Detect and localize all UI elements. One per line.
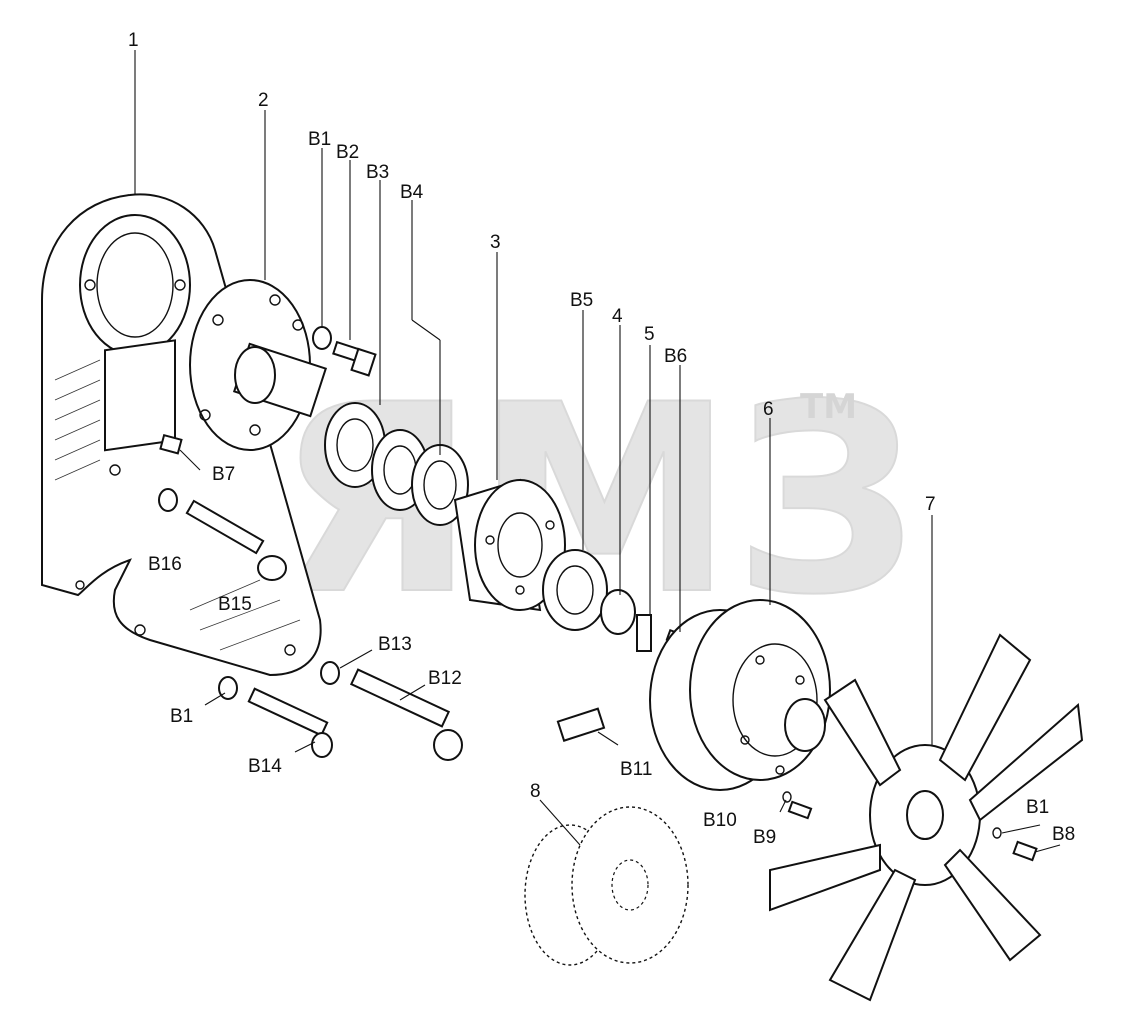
washer-b13 (320, 661, 340, 685)
label-part-5: 5 (644, 324, 655, 345)
label-b1-right: B1 (1026, 797, 1049, 818)
label-part-1: 1 (128, 30, 139, 51)
label-b16: B16 (148, 554, 182, 575)
washer-b1-top (312, 326, 332, 350)
label-b4: B4 (400, 182, 424, 203)
damper-part-8 (524, 806, 689, 966)
label-b2: B2 (336, 142, 359, 163)
watermark-text: ЯМЗ (275, 350, 919, 652)
watermark-trademark: TM (800, 387, 857, 427)
key-b11 (556, 707, 606, 742)
leader-lines (134, 50, 1061, 853)
label-b10: B10 (703, 810, 737, 831)
washer-b1-left (218, 676, 238, 700)
label-b1-left: B1 (170, 706, 193, 727)
bolt-b8 (1012, 840, 1038, 862)
label-b8: B8 (1052, 824, 1075, 845)
bolt-b15 (185, 499, 287, 581)
label-b3: B3 (366, 162, 389, 183)
label-b9: B9 (753, 827, 776, 848)
lock-plate-part-5 (636, 614, 652, 652)
label-part-7: 7 (925, 494, 936, 515)
plug-b7 (159, 433, 183, 455)
washer-b10 (782, 791, 792, 803)
label-part-2: 2 (258, 90, 269, 111)
label-b12: B12 (428, 668, 462, 689)
washer-b16 (158, 488, 178, 512)
seal-b3 (324, 402, 386, 488)
flange-shaft-part-2 (189, 279, 328, 451)
washer-part-4 (600, 589, 636, 635)
bearing-b4-second (411, 444, 469, 526)
hub-part-3 (453, 478, 566, 612)
washer-b1-right (992, 827, 1002, 839)
fan-part-7 (769, 633, 1084, 1002)
label-b13: B13 (378, 634, 412, 655)
label-b5: B5 (570, 290, 593, 311)
pulley-part-6 (649, 599, 831, 791)
bracket-part-1 (41, 193, 322, 677)
label-b7: B7 (212, 464, 235, 485)
label-b15: B15 (218, 594, 252, 615)
label-b14: B14 (248, 756, 282, 777)
label-part-3: 3 (490, 232, 501, 253)
watermark: ЯМЗ TM (274, 349, 920, 653)
label-b1-top: B1 (308, 129, 331, 150)
label-b6: B6 (664, 346, 687, 367)
bolt-b2 (332, 340, 377, 377)
label-b11: B11 (620, 759, 652, 780)
label-part-6: 6 (763, 399, 774, 420)
label-part-4: 4 (612, 306, 623, 327)
bolt-b12 (349, 668, 463, 761)
part-labels: 1 2 B1 B2 B3 B4 3 B5 4 5 B6 6 7 8 B7 B16… (128, 30, 1075, 848)
bearing-b5 (542, 549, 608, 631)
bolt-b9 (787, 800, 813, 820)
bolt-b14 (247, 687, 333, 758)
label-part-8: 8 (530, 781, 541, 802)
